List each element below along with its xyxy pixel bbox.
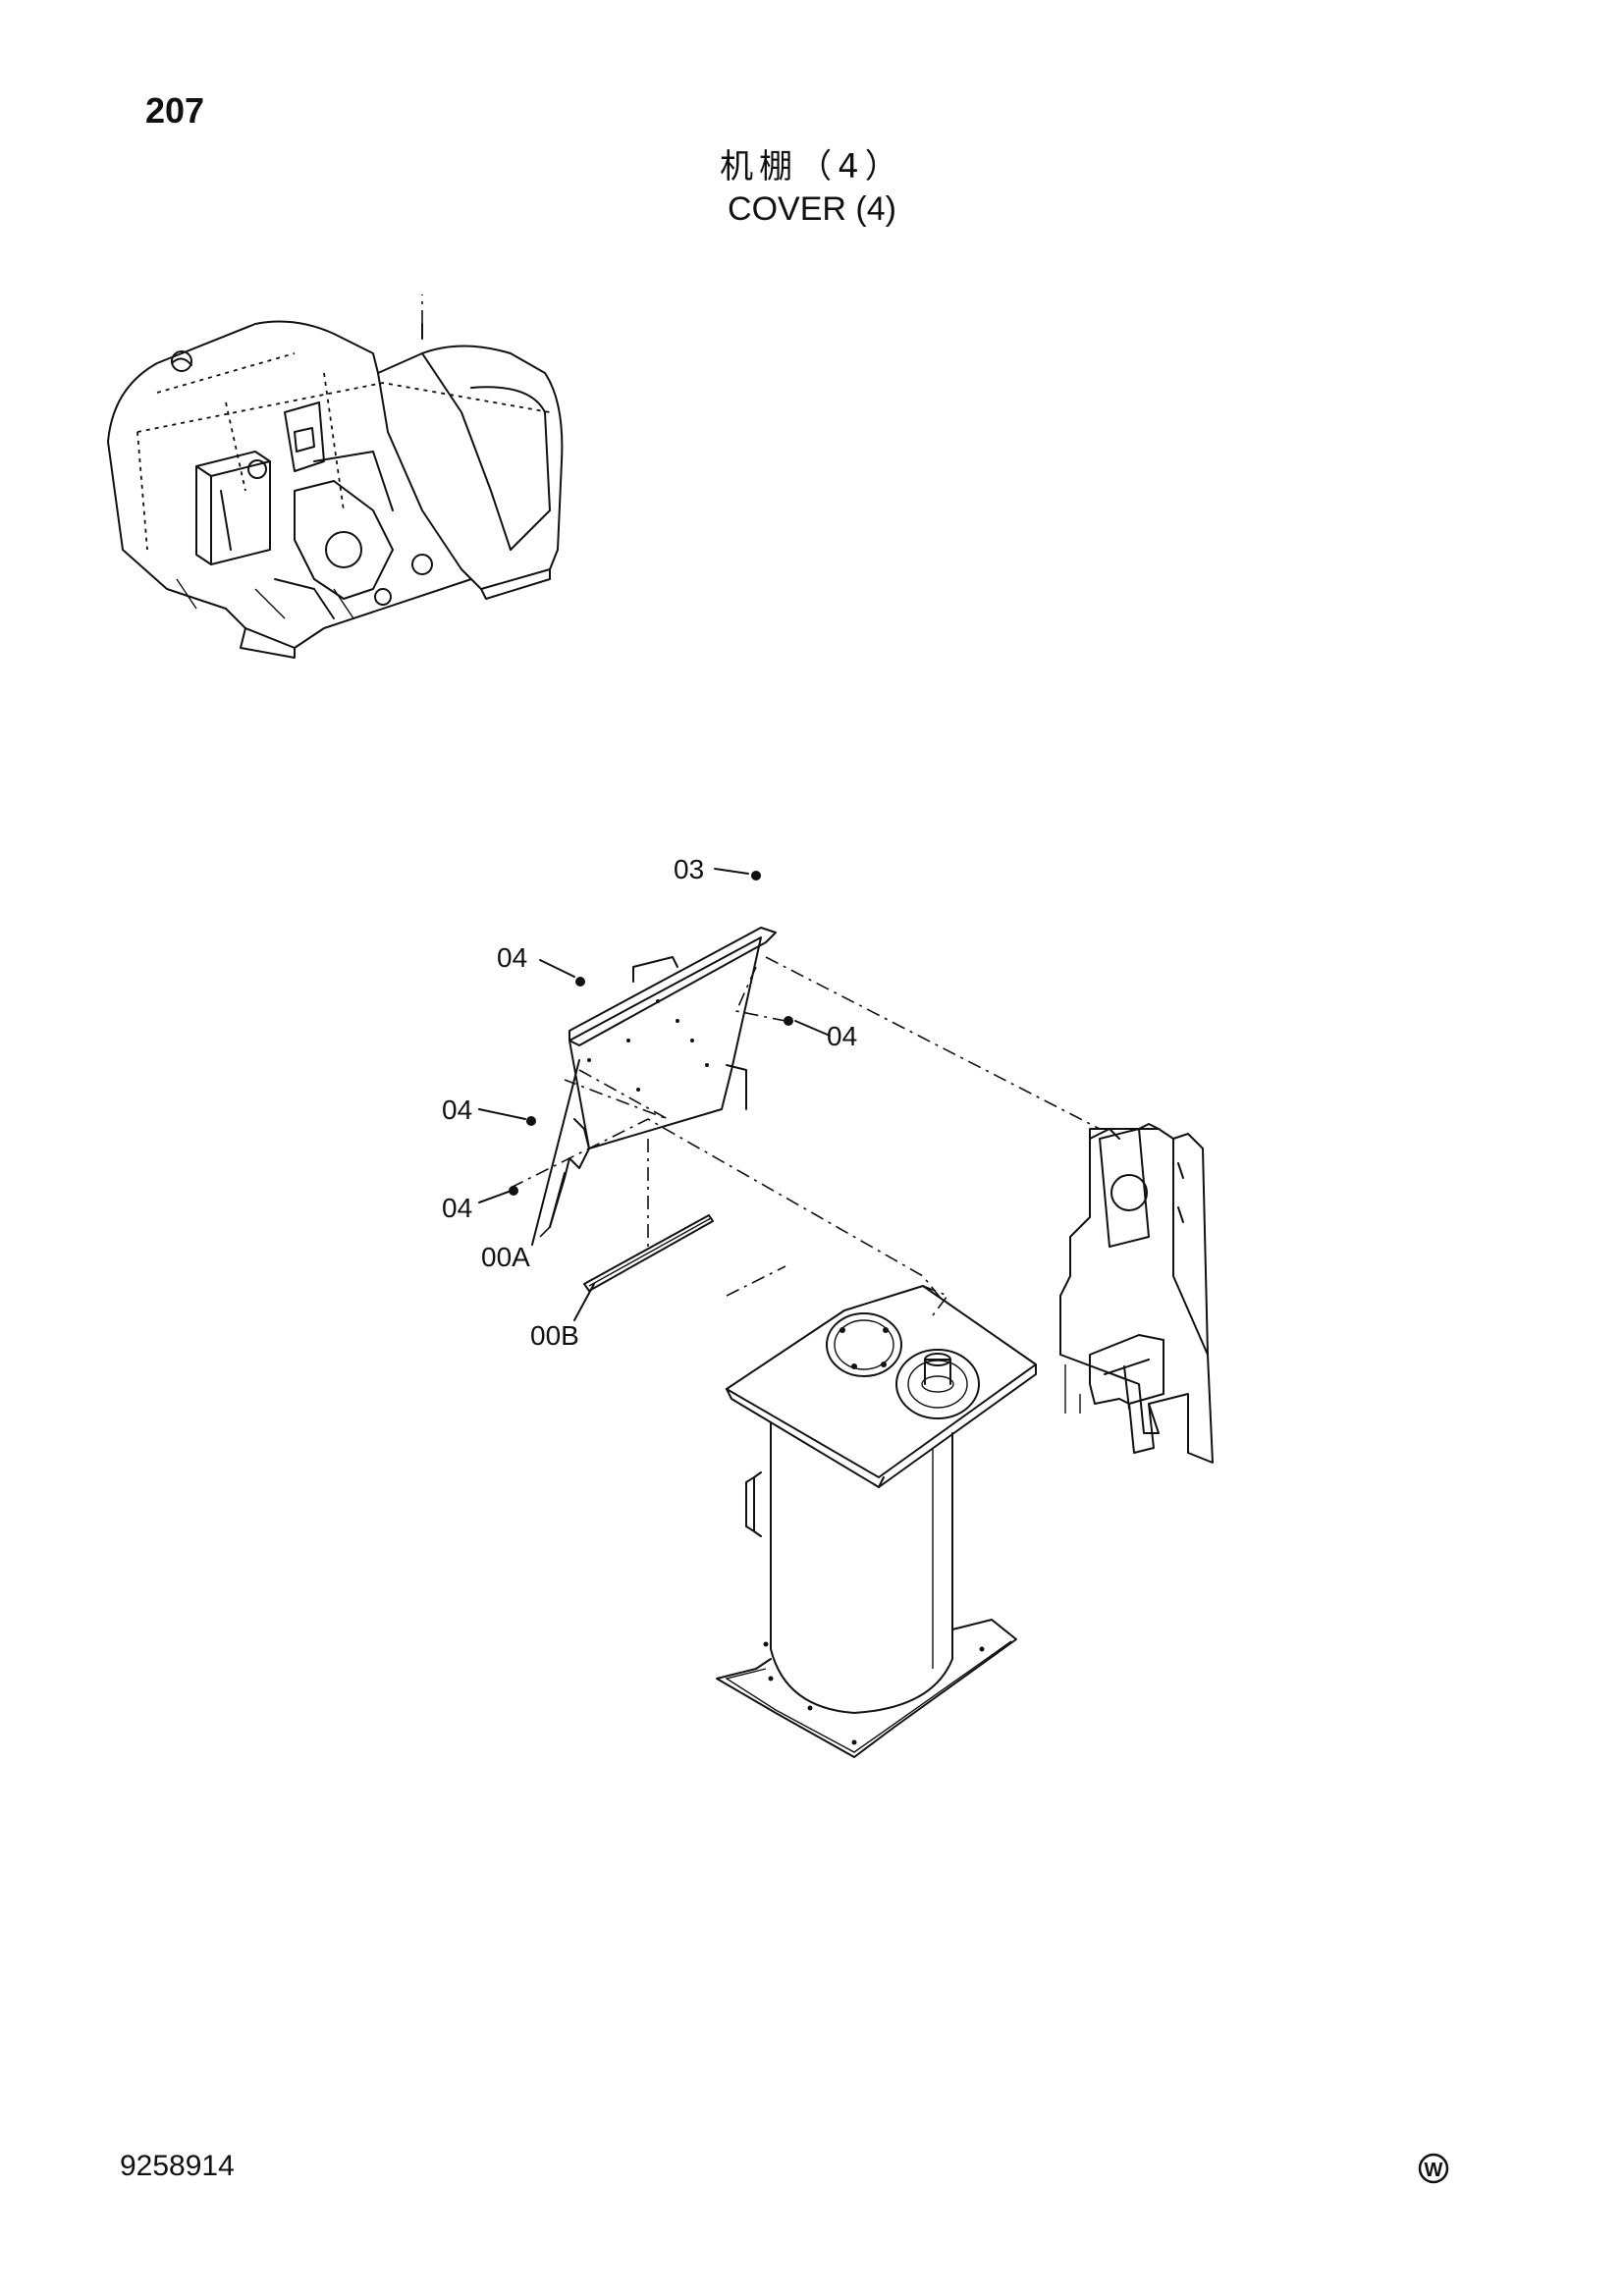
document-number: 9258914 xyxy=(120,2150,235,2182)
machine-overview-illustration xyxy=(107,294,564,659)
callout-04-right: 04 xyxy=(827,1021,857,1051)
callout-00b: 00B xyxy=(530,1320,579,1351)
circled-w-icon: W xyxy=(1418,2153,1449,2184)
callout-04-mid: 04 xyxy=(442,1095,472,1125)
title-chinese: 机棚（4） xyxy=(720,147,904,187)
right-bracket xyxy=(1059,1123,1214,1464)
construction-lines xyxy=(510,956,1101,1316)
callout-03: 03 xyxy=(674,854,704,884)
callout-04-top: 04 xyxy=(497,942,527,973)
callout-04-low: 04 xyxy=(442,1193,472,1223)
page-number: 207 xyxy=(145,90,205,131)
footer-mark-text: W xyxy=(1425,2160,1443,2181)
bolts xyxy=(509,871,793,1196)
hydraulic-tank xyxy=(716,1285,1037,1758)
panel-00a xyxy=(549,927,777,1228)
seal-strip-00b xyxy=(583,1214,714,1292)
title-english: COVER (4) xyxy=(728,190,896,228)
callout-00a: 00A xyxy=(481,1242,530,1272)
leader-lines xyxy=(478,868,831,1321)
